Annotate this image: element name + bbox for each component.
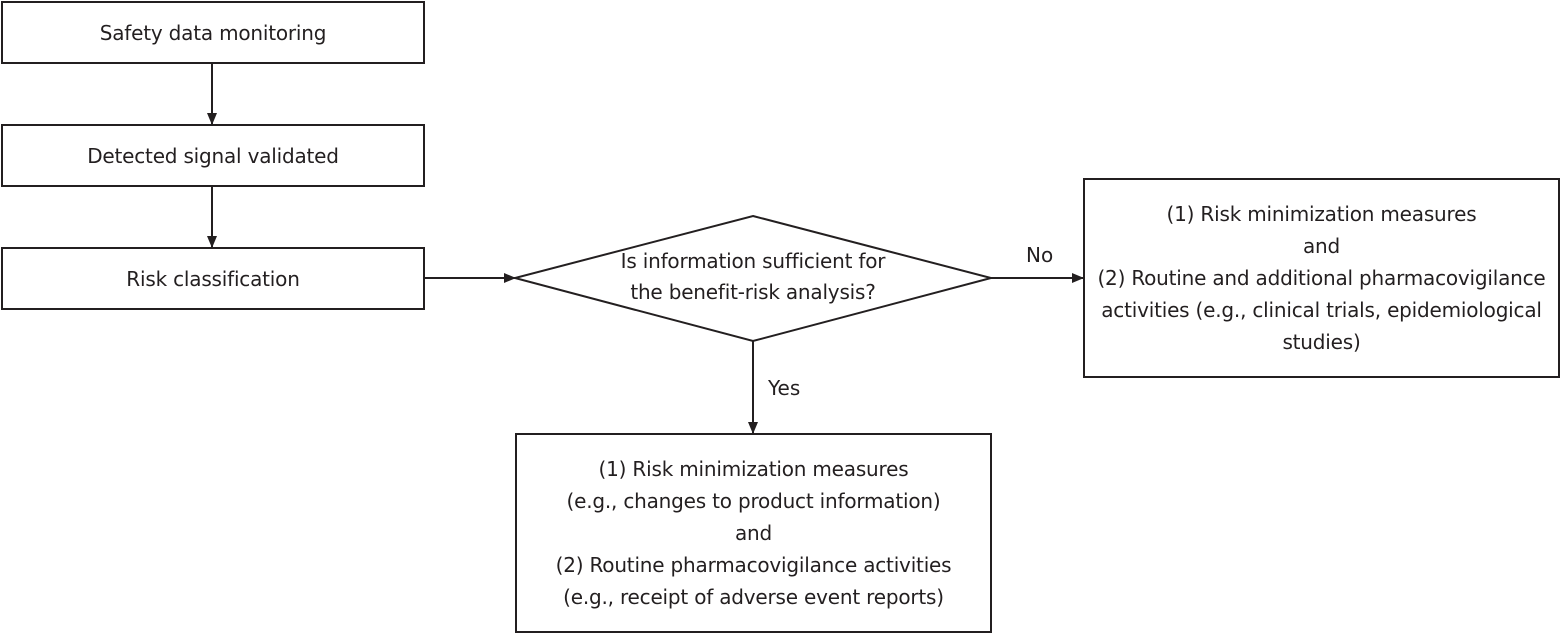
node-detected-signal-validated: Detected signal validated [1, 124, 425, 187]
node-risk-classification: Risk classification [1, 247, 425, 310]
node-safety-data-monitoring: Safety data monitoring [1, 1, 425, 64]
node-label: Safety data monitoring [99, 20, 327, 45]
outcome-line: (2) Routine and additional pharmacovigil… [1097, 266, 1546, 290]
node-label: Risk classification [126, 266, 300, 291]
edge-label-yes: Yes [768, 376, 801, 400]
edge-label-no: No [1026, 243, 1054, 267]
decision-question: Is information sufficient for the benefi… [515, 246, 991, 308]
outcome-line: studies) [1282, 330, 1361, 354]
outcome-line: (e.g., changes to product information) [566, 489, 941, 513]
decision-line: Is information sufficient for [620, 249, 886, 273]
node-label: Detected signal validated [87, 143, 339, 168]
outcome-line: (1) Risk minimization measures [598, 457, 909, 481]
outcome-line: (1) Risk minimization measures [1166, 202, 1477, 226]
outcome-line: activities (e.g., clinical trials, epide… [1101, 298, 1542, 322]
node-outcome-insufficient: (1) Risk minimization measures and (2) R… [1083, 178, 1560, 378]
node-outcome-sufficient: (1) Risk minimization measures (e.g., ch… [515, 433, 992, 633]
decision-line: the benefit-risk analysis? [630, 280, 876, 304]
outcome-line: (e.g., receipt of adverse event reports) [563, 585, 944, 609]
outcome-line: and [734, 521, 773, 545]
outcome-line: (2) Routine pharmacovigilance activities [555, 553, 952, 577]
outcome-line: and [1302, 234, 1341, 258]
